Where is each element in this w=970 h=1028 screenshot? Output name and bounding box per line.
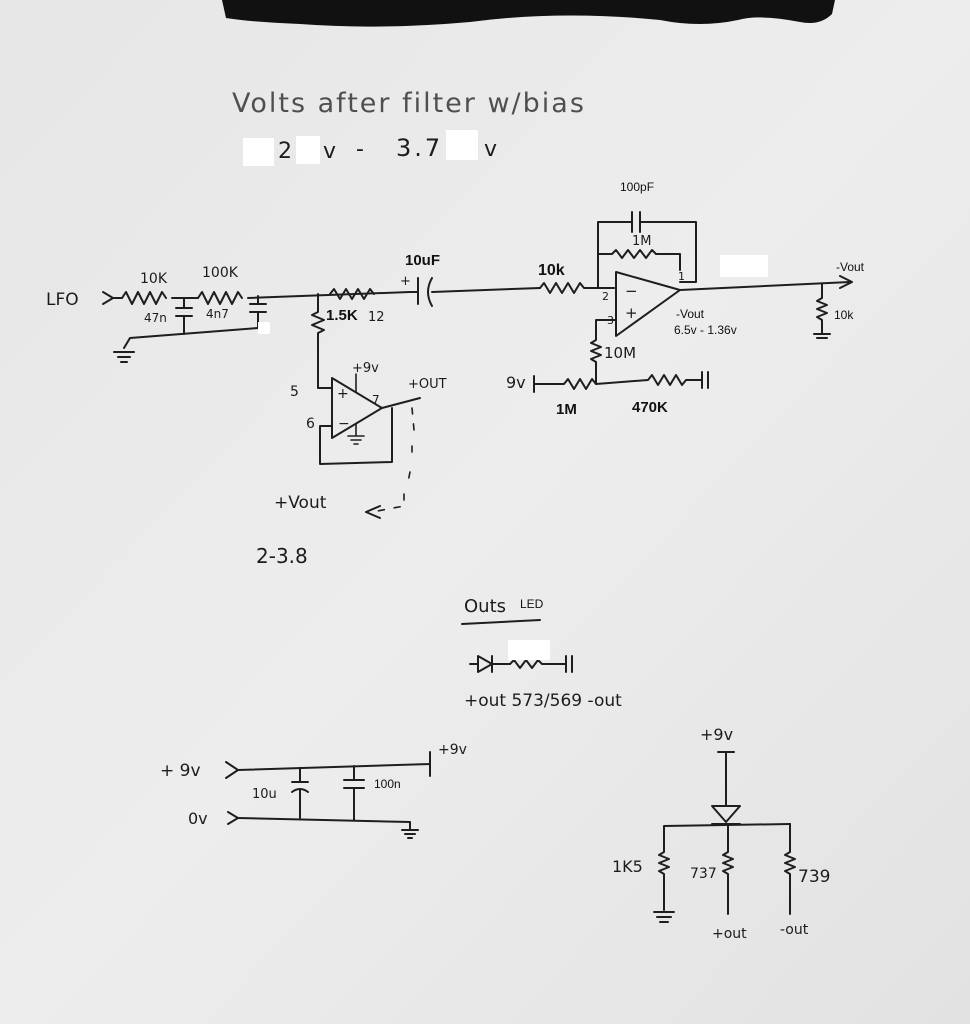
buffer-feedback [319,397,421,465]
redaction-box [446,130,478,160]
cap1-label: 10u [252,787,277,802]
ground-wire [123,327,259,349]
led-resistor [509,655,573,673]
inv-out-label: -Vout [836,260,865,274]
feedback-resistor-1m [597,249,681,271]
r1-label: 10K [140,271,168,287]
series-resistor [329,288,375,300]
capacitor-47n [175,297,193,335]
input-r-label: 10k [538,262,565,279]
buffer-pin-6: 6 [306,416,315,432]
pointer-arrow [365,505,381,519]
div-470k-label: 470K [632,399,668,416]
inverter-opamp [615,271,681,337]
c2-label: 4n7 [206,307,229,321]
power-ground [401,829,419,839]
buffer-pin-5: 5 [290,384,299,400]
cap-plus: + [400,274,411,289]
redaction-box [258,322,270,334]
led-diode [469,655,511,673]
led-heading: Outs [464,596,506,617]
vout-minus-range: 6.5v - 1.36v [674,323,737,337]
r-mid-label: 737 [690,866,717,882]
dashed-pointer [371,407,415,513]
redaction-box [720,255,768,277]
out-neg-label: -out [780,922,809,938]
resistor-10m [590,319,617,385]
capacitor-100n [343,765,365,821]
clip-shadow [222,0,835,27]
buffer-pin-7: 7 [372,393,380,407]
r-right-label: 739 [798,867,830,887]
buffer-out-label: +OUT [408,377,447,392]
ground-rail [237,817,411,831]
power-plus-label: + 9v [160,761,201,781]
inv-pin-2: 2 [602,290,609,303]
coupling-cap-label: 10uF [405,252,440,269]
r-left-label: 1K5 [612,857,643,876]
opamp-ground [347,423,365,445]
feedback-capacitor-loop [597,211,697,289]
capacitor-4n7 [249,295,267,329]
bias-r-label: 1.5K [326,307,358,324]
vout-plus-range: 2-3.8 [256,544,308,568]
led-heading-tag: LED [520,597,544,611]
range-high: 3.7 [396,134,443,162]
load-r-label: 10k [834,308,854,322]
resistor-737 [722,825,734,915]
redaction-box [508,640,550,660]
c1-label: 47n [144,311,167,325]
wire-main [247,291,411,299]
resistor-1-5k [311,293,333,389]
buffer-supply: +9v [352,361,379,376]
resistor-739 [784,823,796,915]
r2-label: 100K [202,265,239,281]
supply-9v: 9v [506,373,526,392]
range-unit-2: v [484,137,497,162]
lfo-label: LFO [46,290,79,310]
div-1m-label: 1M [556,401,577,418]
load-resistor [813,283,831,339]
feedback-r-label: 1M [632,234,652,249]
redaction-box [296,136,320,164]
redaction-box [243,138,274,166]
range-low: 2 [278,139,292,164]
ground-symbol [113,351,135,363]
opamp-minus: − [625,282,638,300]
inv-pin-1: 1 [678,270,685,283]
bias-10m-label: 10M [604,344,636,362]
power-rail-label: +9v [438,742,467,758]
resistor-100k [197,291,243,305]
power-zero-label: 0v [188,809,208,828]
vout-minus-label: -Vout [676,307,705,321]
feedback-cap-label: 100pF [620,180,654,194]
power-rail [237,751,431,777]
page-title: Volts after filter w/bias [232,88,586,119]
resistor-10k [121,291,167,305]
resistor-1k5 [653,823,791,923]
buffer-opamp [331,377,383,439]
coupling-capacitor [409,277,433,307]
vout-plus-label: +Vout [274,493,327,513]
led-caption: +out 573/569 -out [464,691,622,711]
opamp-plus: + [337,386,349,402]
range-unit-1: v [323,139,336,164]
divider-network [533,371,709,393]
opamp-minus: − [338,416,350,432]
led-supply-label: +9v [700,725,733,744]
wire [431,287,541,293]
opamp-plus: + [625,304,638,322]
capacitor-10u [291,767,309,819]
led-supply-wire [717,751,735,807]
out-pos-label: +out [712,926,747,942]
bias-r-pin: 12 [368,310,385,325]
cap2-label: 100n [374,777,401,791]
range-dash: - [356,137,364,162]
heading-underline [461,619,541,625]
resistor-10k-in [539,282,615,294]
